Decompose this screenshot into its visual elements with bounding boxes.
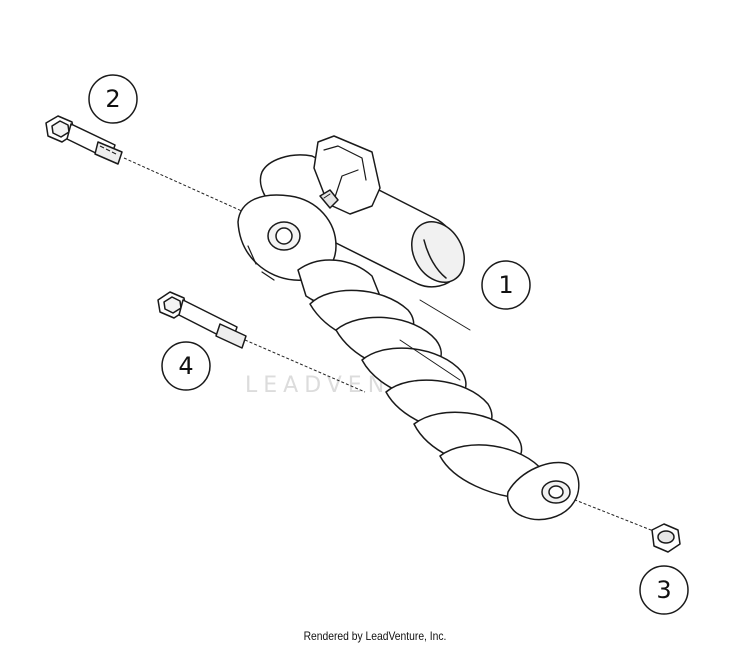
assembly-lines [123, 157, 657, 533]
footer-credit: Rendered by LeadVenture, Inc. [303, 629, 447, 643]
bottom-clevis [506, 461, 580, 521]
lower-bolt-axis-line [244, 339, 366, 393]
callout-circle [481, 260, 531, 310]
damper-body-lines [399, 299, 471, 381]
callout-label-1: 1 [498, 271, 513, 299]
reservoir-canister [259, 154, 465, 288]
callout-circle [161, 341, 211, 391]
callout-circle [639, 565, 689, 615]
callout-1[interactable]: 1 [481, 260, 531, 310]
callout-label-3: 3 [656, 576, 671, 604]
callout-3[interactable]: 3 [639, 565, 689, 615]
callout-2[interactable]: 2 [88, 74, 138, 124]
upper-bolt-axis-line [123, 157, 245, 213]
top-mount-eye [237, 194, 337, 281]
callout-label-2: 2 [105, 85, 120, 113]
callout-label-4: 4 [178, 352, 193, 380]
upper-bolt[interactable] [45, 115, 123, 165]
shock-absorber[interactable] [237, 135, 580, 521]
lower-bolt[interactable] [157, 291, 247, 349]
callout-4[interactable]: 4 [161, 341, 211, 391]
adjuster-block [313, 135, 381, 215]
callout-circle [88, 74, 138, 124]
nut-axis-line [564, 495, 657, 533]
nut[interactable] [651, 523, 681, 553]
